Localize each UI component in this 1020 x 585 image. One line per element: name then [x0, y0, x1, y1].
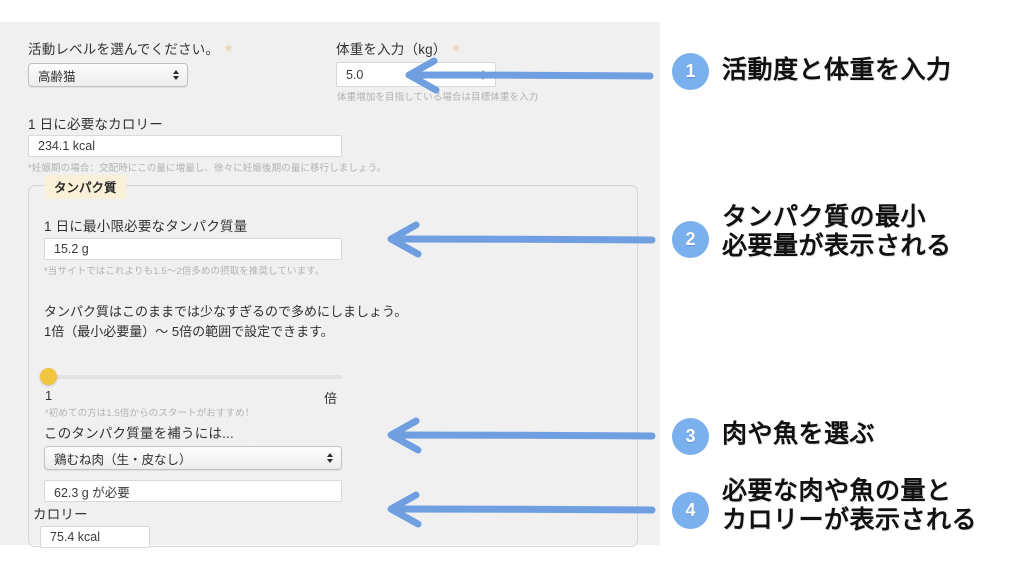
annotation-badge-1: 1: [672, 53, 709, 90]
annotation-badge-3: 3: [672, 418, 709, 455]
callout-arrow-1: [405, 57, 654, 94]
food-select[interactable]: 鶏むね肉（生・皮なし）: [44, 446, 342, 470]
min-protein-note: *当サイトではこれよりも1.5〜2倍多めの摂取を推奨しています。: [44, 266, 325, 277]
weight-label: 体重を入力（kg）＊: [336, 42, 462, 58]
food-select-label: このタンパク質量を補うには...: [44, 426, 234, 441]
protein-multiplier-slider-track[interactable]: [44, 375, 342, 379]
calculator-form-panel: 活動レベルを選んでください。＊ 高齢猫 体重を入力（kg）＊ 5.0 体重増加を…: [0, 22, 660, 548]
food-calorie-value: 75.4 kcal: [50, 530, 101, 544]
slider-value: 1: [45, 388, 53, 403]
required-marker: ＊: [450, 43, 462, 55]
food-calorie-label: カロリー: [33, 507, 88, 522]
pregnancy-note: *妊娠期の場合：交配時にこの量に増量し、徐々に妊娠後期の量に移行しましょう。: [28, 163, 387, 174]
protein-section-legend: タンパク質: [45, 175, 126, 199]
daily-calorie-output: 234.1 kcal: [28, 135, 342, 157]
slider-note: *初めての方は1.5倍からのスタートがおすすめ！: [45, 408, 255, 419]
slider-unit: 倍: [324, 391, 338, 406]
min-protein-output: 15.2 g: [44, 238, 342, 260]
annotation-text-2: タンパク質の最小 必要量が表示される: [722, 203, 952, 260]
activity-level-select[interactable]: 高齢猫: [28, 63, 188, 87]
callout-arrow-3: [387, 417, 656, 454]
weight-input-value: 5.0: [346, 67, 364, 82]
annotation-badge-2: 2: [672, 221, 709, 258]
activity-level-value: 高齢猫: [38, 69, 76, 84]
min-protein-label: 1 日に最小限必要なタンパク質量: [44, 219, 248, 234]
callout-arrow-4: [387, 491, 656, 528]
protein-advice: タンパク質はこのままでは少なすぎるので多めにしましょう。 1倍（最小必要量）〜 …: [44, 302, 514, 342]
protein-advice-line-2: 1倍（最小必要量）〜 5倍の範囲で設定できます。: [44, 324, 334, 340]
protein-advice-line-1: タンパク質はこのままでは少なすぎるので多めにしましょう。: [44, 304, 408, 319]
annotation-text-3: 肉や魚を選ぶ: [722, 420, 876, 448]
food-amount-value: 62.3 g が必要: [54, 485, 130, 500]
annotation-text-4: 必要な肉や魚の量と カロリーが表示される: [722, 477, 978, 534]
food-amount-output: 62.3 g が必要: [44, 480, 342, 502]
activity-level-label: 活動レベルを選んでください。＊: [28, 42, 234, 58]
protein-section: タンパク質: [28, 175, 638, 547]
daily-calorie-label: 1 日に必要なカロリー: [28, 117, 163, 132]
weight-label-text: 体重を入力（kg）: [336, 42, 447, 57]
min-protein-value: 15.2 g: [54, 242, 89, 256]
chevron-updown-icon: [327, 453, 333, 463]
daily-calorie-value: 234.1 kcal: [38, 139, 95, 153]
required-marker: ＊: [223, 43, 235, 55]
activity-level-label-text: 活動レベルを選んでください。: [28, 42, 220, 57]
protein-multiplier-slider-thumb[interactable]: [40, 368, 57, 385]
annotation-text-1: 活動度と体重を入力: [722, 56, 952, 84]
chevron-updown-icon: [173, 70, 179, 80]
food-select-value: 鶏むね肉（生・皮なし）: [54, 452, 192, 467]
callout-arrow-2: [387, 221, 656, 258]
food-calorie-output: 75.4 kcal: [40, 526, 150, 548]
weight-hint: 体重増加を目指している場合は目標体重を入力: [337, 92, 539, 103]
annotation-badge-4: 4: [672, 492, 709, 529]
